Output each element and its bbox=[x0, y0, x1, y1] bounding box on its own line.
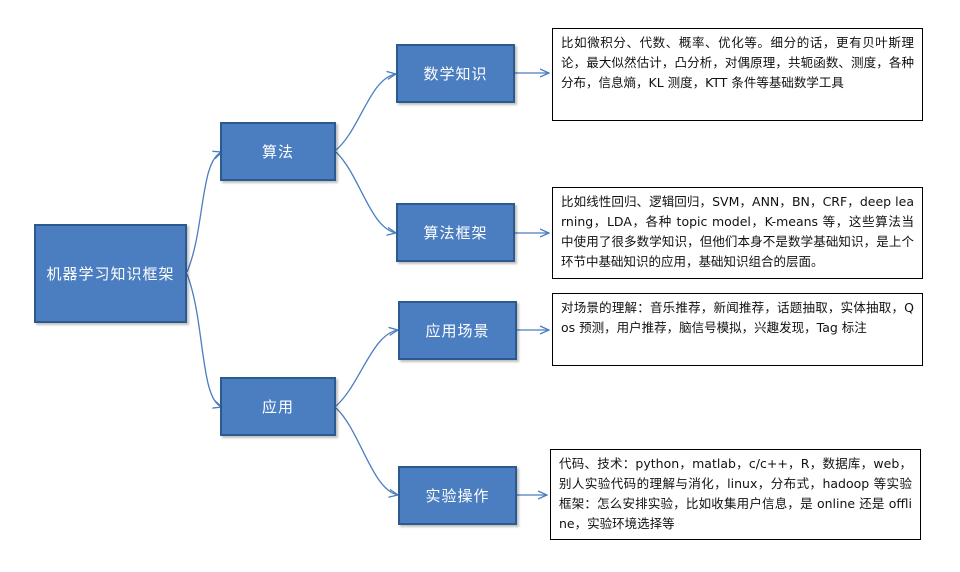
connector-root-to-algorithm bbox=[186, 152, 222, 273]
branch-node-application: 应用 bbox=[220, 377, 336, 436]
connector-application-to-experiment bbox=[335, 407, 398, 495]
connector-algorithm-to-math bbox=[335, 74, 396, 151]
note-experiment: 代码、技术：python，matlab，c/c++，R，数据库，web，别人实验… bbox=[550, 449, 921, 540]
branch-node-algorithm: 算法 bbox=[220, 122, 336, 181]
connector-application-to-scenario bbox=[335, 330, 398, 407]
leaf-node-scenario: 应用场景 bbox=[398, 301, 517, 360]
leaf-node-framework: 算法框架 bbox=[396, 203, 515, 262]
note-math: 比如微积分、代数、概率、优化等。细分的话，更有贝叶斯理论，最大似然估计，凸分析，… bbox=[552, 28, 923, 121]
connector-algorithm-to-framework bbox=[335, 151, 396, 233]
note-scenario: 对场景的理解：音乐推荐，新闻推荐，话题抽取，实体抽取，Qos 预测，用户推荐，脑… bbox=[552, 293, 923, 366]
leaf-node-math: 数学知识 bbox=[396, 44, 515, 103]
root-node: 机器学习知识框架 bbox=[34, 224, 187, 323]
leaf-node-experiment: 实验操作 bbox=[398, 466, 517, 525]
note-framework: 比如线性回归、逻辑回归，SVM，ANN，BN，CRF，deep learning… bbox=[552, 187, 923, 279]
connector-root-to-application bbox=[186, 273, 222, 407]
